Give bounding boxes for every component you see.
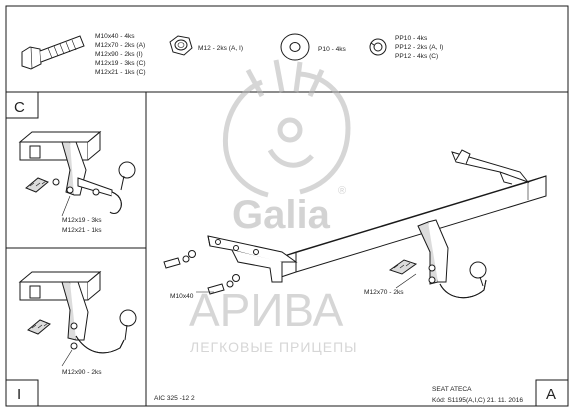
variant-i-drawing [18,270,137,367]
watermark-brand: Galia [232,193,331,237]
spring-washer-list: PP10 - 4ks PP12 - 2ks (A, I) PP12 - 4ks … [395,35,445,60]
variant-a-box [535,379,569,407]
footer-model: SEAT ATECA [432,386,472,393]
spring-washer-spec: PP12 - 4ks (C) [395,53,438,60]
variant-i-box [5,379,39,407]
bolt-icon [21,35,85,70]
spring-washer-spec: PP10 - 4ks [395,35,428,42]
main-label-left: M10x40 [170,293,194,300]
variant-i-bolt-label: M12x90 - 2ks [62,369,102,376]
bolt-list: M10x40 - 4ks M12x70 - 2ks (A) M12x90 - 2… [95,33,147,76]
watermark-registered: ® [338,185,346,197]
nut-spec: M12 - 2ks (A, I) [198,45,243,52]
bolt-spec: M12x90 - 2ks (I) [95,51,143,58]
variant-c-box [5,91,39,119]
main-label-right: M12x70 - 2ks [364,289,404,296]
watermark-logo: Galia ® АРИВА ЛЕГКОВЫЕ ПРИЦЕПЫ [189,59,358,355]
variant-c-bolt-label: M12x19 - 3ks [62,217,102,224]
variant-c-bolt-labels: M12x19 - 3ks M12x21 - 1ks [62,217,103,234]
variant-c-bolt-label: M12x21 - 1ks [62,227,102,234]
bolt-spec: M12x21 - 1ks (C) [95,69,146,76]
crossbar-drawing [163,149,547,299]
nut-icon [169,35,193,56]
spring-washer-icon [369,38,387,56]
variant-i-letter: I [17,386,21,403]
bolt-spec: M10x40 - 4ks [95,33,135,40]
variant-c-drawing [18,130,136,217]
variant-a-letter: A [546,386,556,403]
footer-kod: Kód: S1195(A,I,C) 21. 11. 2016 [432,397,523,404]
bolt-spec: M12x19 - 3ks (C) [95,60,146,67]
outer-frame [5,5,569,407]
watermark-tagline: ЛЕГКОВЫЕ ПРИЦЕПЫ [190,339,358,355]
washer-spec: P10 - 4ks [318,46,347,53]
footer-code: AIC 325 -12 2 [154,395,195,402]
spring-washer-spec: PP12 - 2ks (A, I) [395,44,443,51]
variant-c-letter: C [14,99,25,116]
bolt-spec: M12x70 - 2ks (A) [95,42,145,49]
watermark-cockatoo-icon [222,59,351,198]
washer-icon [280,33,310,61]
